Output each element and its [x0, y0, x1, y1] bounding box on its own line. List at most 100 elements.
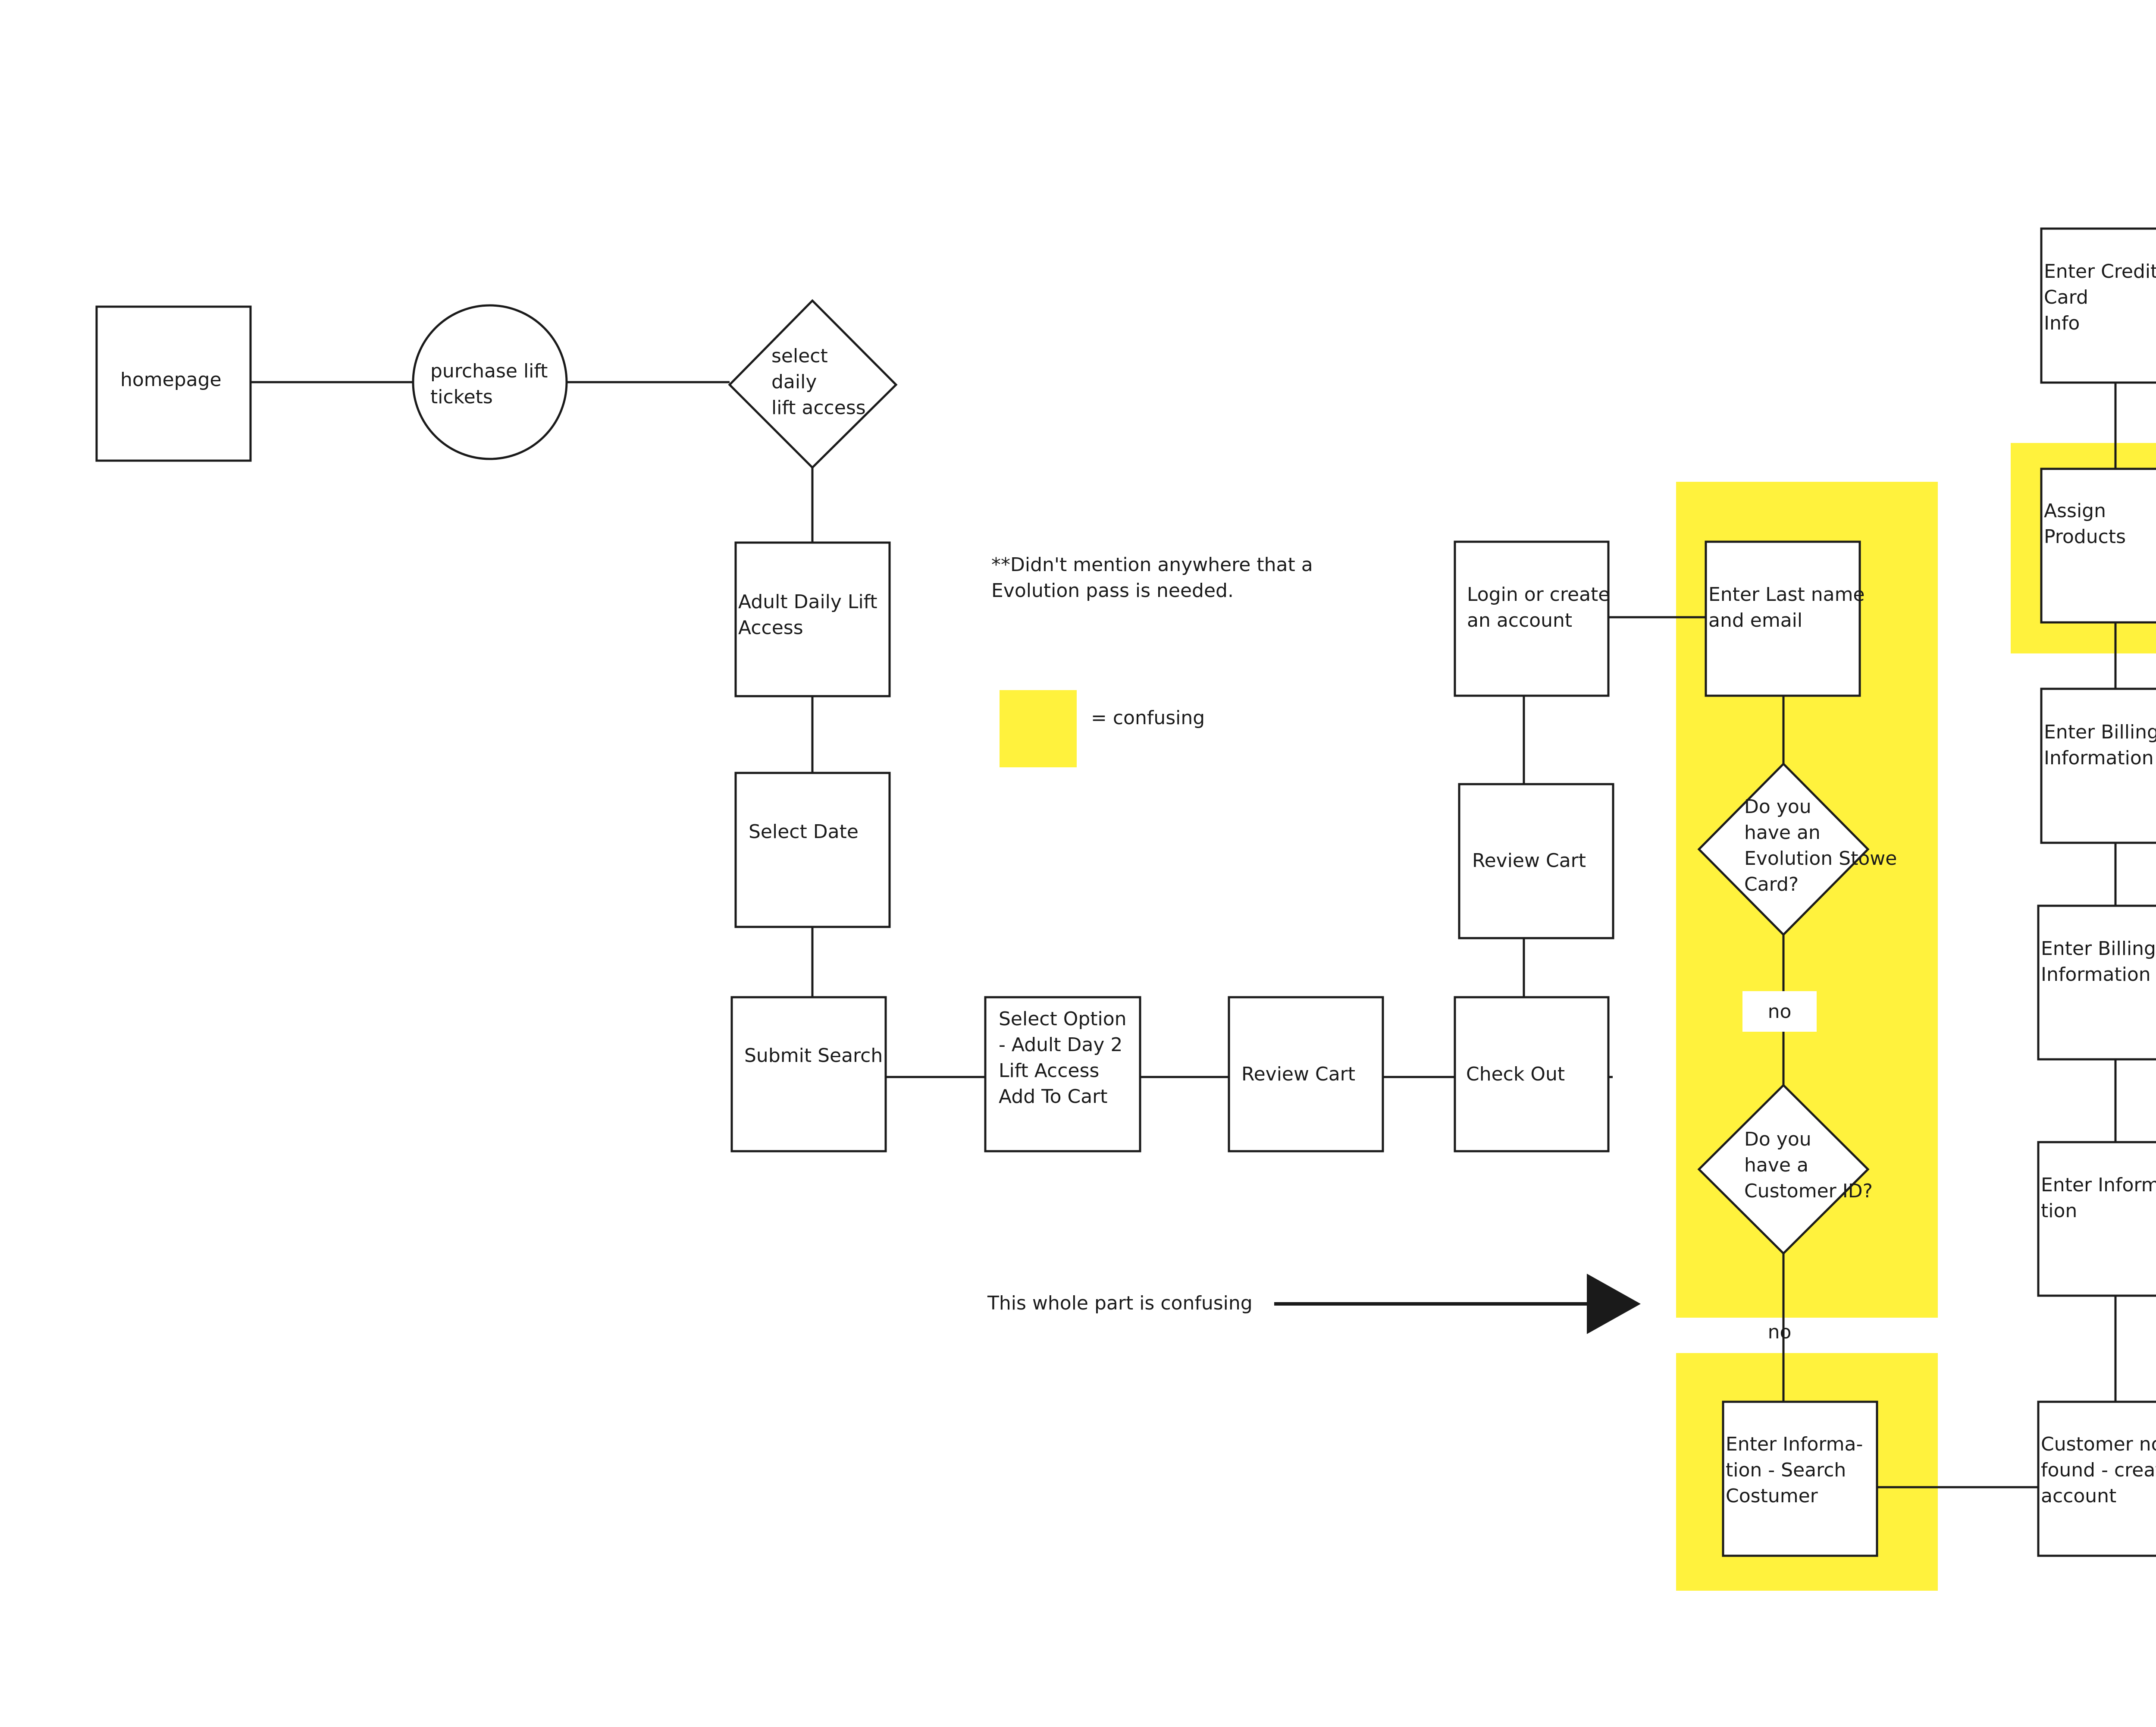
node-text-line: Select Date	[749, 821, 859, 843]
node-label: Review Cart	[1472, 850, 1586, 872]
node-text-line: Card	[2044, 286, 2088, 308]
node-text-line: Card?	[1744, 873, 1799, 895]
node-text-line: Enter Credit	[2044, 261, 2156, 283]
node-label: Check Out	[1466, 1063, 1565, 1085]
node-purchase-lift-tickets: purchase lift tickets	[412, 304, 568, 460]
node-text-line: Access	[738, 617, 803, 639]
node-text-line: Enter Informa-	[2041, 1174, 2156, 1196]
node-text-line: an account	[1467, 609, 1572, 631]
edge-label-text: no	[1768, 1001, 1792, 1023]
node-text-line: Lift Access	[999, 1060, 1099, 1082]
node-submit-search: Submit Search	[730, 996, 887, 1152]
node-text-line: Do you	[1744, 796, 1811, 818]
node-text-line: Select Option	[999, 1008, 1127, 1030]
node-label: Select Date	[749, 821, 859, 843]
node-text-line: account	[2041, 1485, 2116, 1507]
node-label: purchase lift tickets	[430, 360, 548, 408]
node-check-out: Check Out	[1454, 996, 1610, 1152]
node-text-line: Review Cart	[1241, 1063, 1355, 1085]
node-text-line: Costumer	[1726, 1485, 1818, 1507]
node-label: Customer not found - create account	[2041, 1433, 2156, 1507]
arrow-head	[1587, 1274, 1641, 1334]
node-text-line: Information	[2041, 964, 2151, 986]
node-text-line: have a	[1744, 1154, 1808, 1176]
node-label: Login or create an account	[1467, 584, 1610, 631]
node-text-line: tickets	[430, 386, 493, 408]
node-label: homepage	[120, 369, 222, 391]
node-text-line: Information	[2044, 747, 2154, 769]
node-text-line: daily	[771, 371, 817, 393]
node-select-daily-lift-access: select daily lift access	[728, 299, 898, 469]
node-enter-last-name-and-email: Enter Last name and email	[1705, 540, 1865, 697]
node-text-line: tion	[2041, 1200, 2077, 1222]
node-text-line: select	[771, 345, 828, 367]
connectors	[251, 381, 2117, 1488]
node-text-line: Submit Search	[744, 1045, 883, 1067]
node-label: Do you have a Customer ID?	[1744, 1128, 1873, 1202]
note-text-line: Evolution pass is needed.	[991, 580, 1234, 602]
node-review-cart-1: Review Cart	[1228, 996, 1384, 1152]
note-text-line: **Didn't mention anywhere that a	[991, 554, 1313, 576]
legend-swatch	[1000, 690, 1077, 767]
node-text-line: Enter Billing	[2041, 938, 2156, 960]
note-evolution-pass: **Didn't mention anywhere that a Evolutio…	[991, 554, 1313, 602]
node-text-line: Login or create	[1467, 584, 1610, 606]
node-text-line: homepage	[120, 369, 222, 391]
node-text-line: and email	[1708, 609, 1802, 631]
node-enter-information: Enter Informa-tion	[2037, 1141, 2156, 1297]
node-text-line: Enter Last name	[1708, 584, 1865, 606]
node-homepage: homepage	[95, 305, 252, 462]
node-text-line: Products	[2044, 526, 2126, 548]
node-text-line: Customer not	[2041, 1433, 2156, 1455]
node-label: Submit Search	[744, 1045, 883, 1067]
node-login-or-create-account: Login or create an account	[1454, 540, 1610, 697]
node-customer-id-decision: Do you have a Customer ID?	[1697, 1083, 1873, 1255]
node-text-line: tion - Search	[1726, 1459, 1846, 1481]
node-select-date: Select Date	[734, 772, 891, 928]
edge-label-no-2: no	[1768, 1321, 1792, 1343]
node-text-line: purchase lift	[430, 360, 548, 382]
node-text-line: Add To Cart	[999, 1086, 1108, 1108]
node-text-line: Do you	[1744, 1128, 1811, 1150]
node-text-line: Evolution Stowe	[1744, 848, 1897, 870]
edge-label-no-1: no	[1742, 991, 1817, 1032]
node-text-line: Info	[2044, 312, 2080, 334]
node-text-line: Check Out	[1466, 1063, 1565, 1085]
node-label: Review Cart	[1241, 1063, 1355, 1085]
node-text-line: found - create	[2041, 1459, 2156, 1481]
node-label: Enter Last name and email	[1708, 584, 1865, 631]
node-text-line: - Adult Day 2	[999, 1034, 1122, 1056]
node-text-line: Enter Billing	[2044, 721, 2156, 743]
right-arrow-icon	[1274, 1274, 1641, 1334]
node-text-line: Adult Daily Lift	[738, 591, 877, 613]
node-text-line: Assign	[2044, 500, 2106, 522]
node-text-line: lift access	[771, 397, 866, 419]
legend-label: = confusing	[1091, 707, 1205, 729]
node-customer-not-found: Customer not found - create account	[2037, 1400, 2156, 1557]
node-text-line: Review Cart	[1472, 850, 1586, 872]
node-label: Enter Informa-tion	[2041, 1174, 2156, 1222]
node-label: select daily lift access	[771, 345, 866, 419]
node-text-line: Enter Informa-	[1726, 1433, 1863, 1455]
node-text-line: have an	[1744, 822, 1821, 844]
node-text-line: Customer ID?	[1744, 1180, 1873, 1202]
arrow-label: This whole part is confusing	[987, 1292, 1253, 1314]
node-review-cart-2: Review Cart	[1458, 783, 1614, 939]
